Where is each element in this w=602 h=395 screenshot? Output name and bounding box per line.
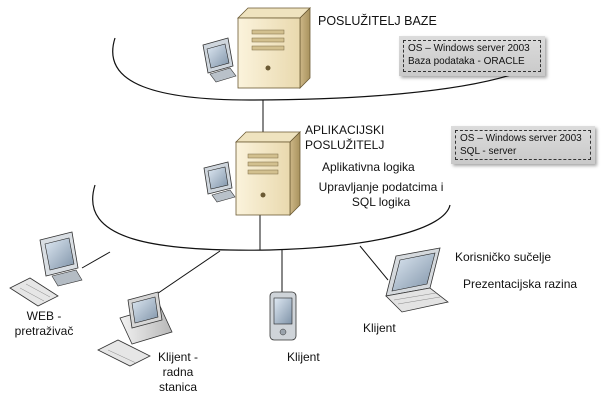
app-network-arc <box>92 184 451 251</box>
db-network-arc <box>112 37 531 101</box>
laptop-link <box>359 245 389 281</box>
db-server-database: Baza podataka - ORACLE <box>408 56 525 67</box>
pda-device-icon <box>269 291 297 341</box>
workstation-label-line-1: Klijent - <box>157 350 198 364</box>
app-server-title-line-2: POSLUŽITELJ <box>305 138 385 152</box>
laptop-client-label: Klijent <box>363 321 396 335</box>
db-server-os: OS – Windows server 2003 <box>408 43 530 54</box>
laptop-computer-icon <box>385 247 449 313</box>
app-server-tower-icon <box>235 131 301 216</box>
workstation-label: Klijent - radna stanica <box>148 350 208 395</box>
web-browser-label-line-2: pretraživač <box>14 324 74 338</box>
db-server-title: POSLUŽITELJ BAZE <box>318 14 437 28</box>
app-server-title-line-1: APLIKACIJSKI <box>305 123 385 137</box>
user-interface-label: Korisničko sučelje <box>455 250 552 264</box>
workstation-link <box>147 250 221 301</box>
db-server-tower-icon <box>237 7 311 89</box>
data-management-line-2: SQL logika <box>351 195 411 209</box>
app-server-os: OS – Windows server 2003 <box>460 133 582 144</box>
web-browser-label: WEB - pretraživač <box>4 309 84 339</box>
db-server-info-box: OS – Windows server 2003 Baza podataka -… <box>399 36 545 76</box>
workstation-computer-icon <box>97 291 173 367</box>
app-server-title: APLIKACIJSKI POSLUŽITELJ <box>305 123 384 153</box>
web-link <box>81 251 111 269</box>
web-browser-computer-icon <box>9 231 83 307</box>
data-management-line-1: Upravljanje podatcima i <box>318 180 444 194</box>
app-server-info-box: OS – Windows server 2003 SQL - server <box>451 126 595 164</box>
presentation-layer-label: Prezentacijska razina <box>463 277 578 291</box>
workstation-label-line-3: stanica <box>158 380 198 394</box>
db-monitor-icon <box>202 37 237 83</box>
application-logic-label: Aplikativna logika <box>322 160 415 174</box>
web-browser-label-line-1: WEB - <box>26 309 62 323</box>
pda-client-label: Klijent <box>287 350 320 364</box>
workstation-label-line-2: radna <box>162 365 194 379</box>
app-monitor-icon <box>203 161 236 203</box>
app-server-sql: SQL - server <box>460 146 517 157</box>
data-management-label: Upravljanje podatcima i SQL logika <box>311 180 451 210</box>
